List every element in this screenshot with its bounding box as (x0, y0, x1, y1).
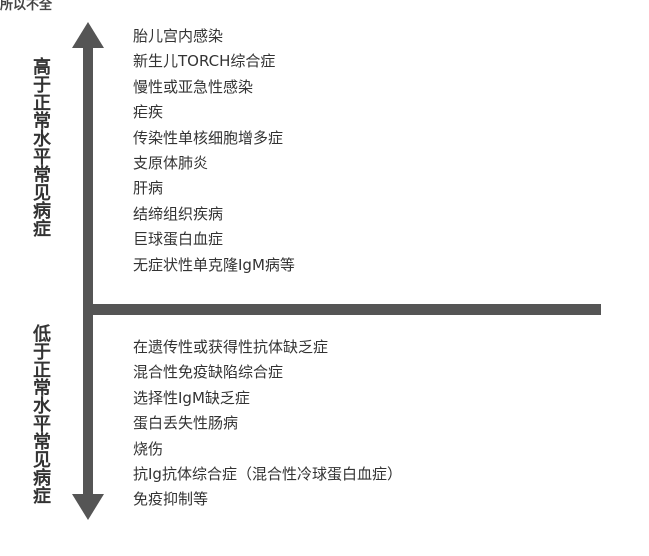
low-section-label: 低于正常水平常见病症 (30, 324, 51, 504)
list-item: 慢性或亚急性感染 (133, 77, 254, 96)
top-text-fragment: 所以不全 (0, 0, 53, 13)
list-item: 混合性免疫缺陷综合症 (133, 363, 284, 382)
list-item: 烧伤 (133, 439, 164, 458)
list-item: 抗Ig抗体综合症（混合性冷球蛋白血症） (133, 464, 402, 483)
high-section-label: 高于正常水平常见病症 (30, 57, 51, 237)
list-item: 支原体肺炎 (133, 153, 209, 172)
list-item: 免疫抑制等 (133, 490, 209, 509)
list-item: 巨球蛋白血症 (133, 230, 224, 249)
list-item: 传染性单核细胞增多症 (133, 128, 284, 147)
list-item: 结缔组织疾病 (133, 204, 224, 223)
list-item: 疟疾 (133, 103, 164, 122)
horizontal-axis (83, 304, 601, 315)
down-arrow-head (72, 494, 104, 520)
high-section-list: 胎儿宫内感染 新生儿TORCH综合症 慢性或亚急性感染 疟疾 传染性单核细胞增多… (133, 24, 295, 278)
list-item: 无症状性单克隆IgM病等 (133, 255, 295, 274)
up-arrow-head (72, 22, 104, 48)
vertical-axis (83, 46, 93, 498)
list-item: 在遗传性或获得性抗体缺乏症 (133, 338, 329, 356)
low-section-list: 在遗传性或获得性抗体缺乏症 混合性免疫缺陷综合症 选择性IgM缺乏症 蛋白丢失性… (133, 335, 402, 513)
list-item: 胎儿宫内感染 (133, 27, 224, 45)
list-item: 新生儿TORCH综合症 (133, 52, 276, 71)
list-item: 肝病 (133, 179, 164, 198)
list-item: 选择性IgM缺乏症 (133, 388, 250, 407)
list-item: 蛋白丢失性肠病 (133, 414, 239, 433)
